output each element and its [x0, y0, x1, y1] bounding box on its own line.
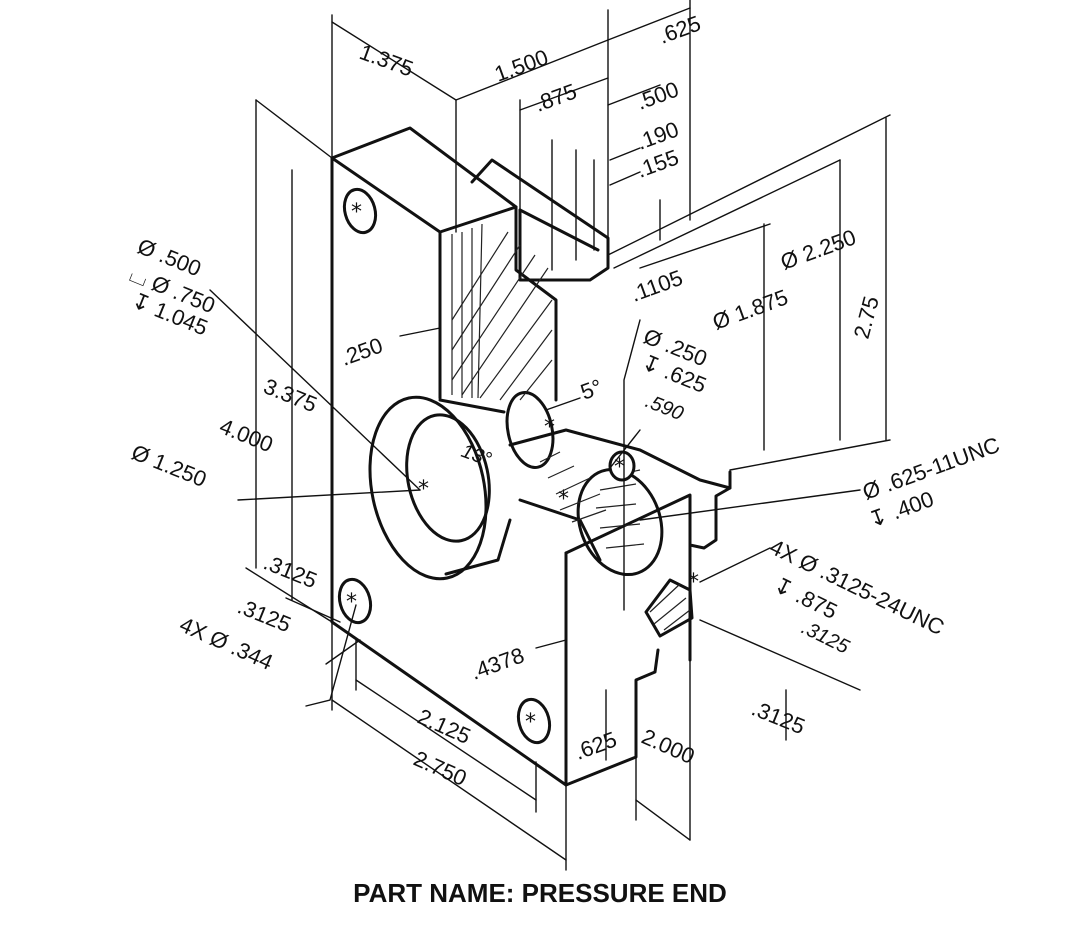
dim-3125-b: .3125 — [234, 593, 294, 637]
dim-2-750: 2.750 — [410, 746, 470, 791]
svg-text:*: * — [525, 710, 536, 735]
dim-4-000: 4.000 — [216, 413, 276, 457]
dim-1105: .1105 — [627, 265, 686, 307]
svg-text:*: * — [346, 590, 357, 615]
svg-text:*: * — [351, 200, 362, 225]
dim-3125-italic: .3125 — [798, 617, 853, 659]
svg-text:*: * — [614, 455, 625, 480]
section-hatching — [451, 223, 691, 631]
dim-590: .590 — [642, 390, 686, 425]
hole-bottom — [516, 697, 552, 745]
dim-dia-1875: Ø 1.875 — [709, 284, 791, 334]
svg-text:*: * — [688, 570, 699, 595]
bolt-holes: * * * * * * * * — [337, 187, 699, 745]
dim-2-125: 2.125 — [414, 704, 474, 749]
dim-dia-1250: Ø 1.250 — [128, 439, 210, 492]
dimension-lines — [209, 0, 891, 871]
dim-875-top: .875 — [531, 79, 580, 117]
dim-angle-5: 5° — [577, 374, 605, 405]
boss-face — [368, 395, 488, 581]
svg-text:*: * — [558, 487, 569, 512]
part-name-caption: PART NAME: PRESSURE END — [353, 878, 727, 908]
part-outline — [330, 126, 732, 787]
hole-upper-left — [342, 187, 378, 235]
dim-dia-2250: Ø 2.250 — [777, 224, 859, 274]
dim-3125-a: .3125 — [260, 549, 320, 593]
dim-3-375: 3.375 — [260, 373, 320, 417]
dim-4378: .4378 — [467, 642, 527, 684]
svg-text:*: * — [544, 415, 555, 440]
dim-625-bottom: .625 — [571, 727, 620, 765]
dim-3125-c: .3125 — [748, 695, 808, 739]
dim-500-top: .500 — [633, 77, 682, 115]
dim-1-375: 1.375 — [356, 39, 416, 81]
dim-625-top: .625 — [655, 11, 704, 49]
svg-text:*: * — [418, 477, 429, 502]
dim-250-left: .250 — [337, 333, 386, 371]
dim-1-500: 1.500 — [491, 44, 551, 86]
dim-2-75: 2.75 — [849, 293, 884, 341]
hole-lower-left — [337, 577, 373, 625]
